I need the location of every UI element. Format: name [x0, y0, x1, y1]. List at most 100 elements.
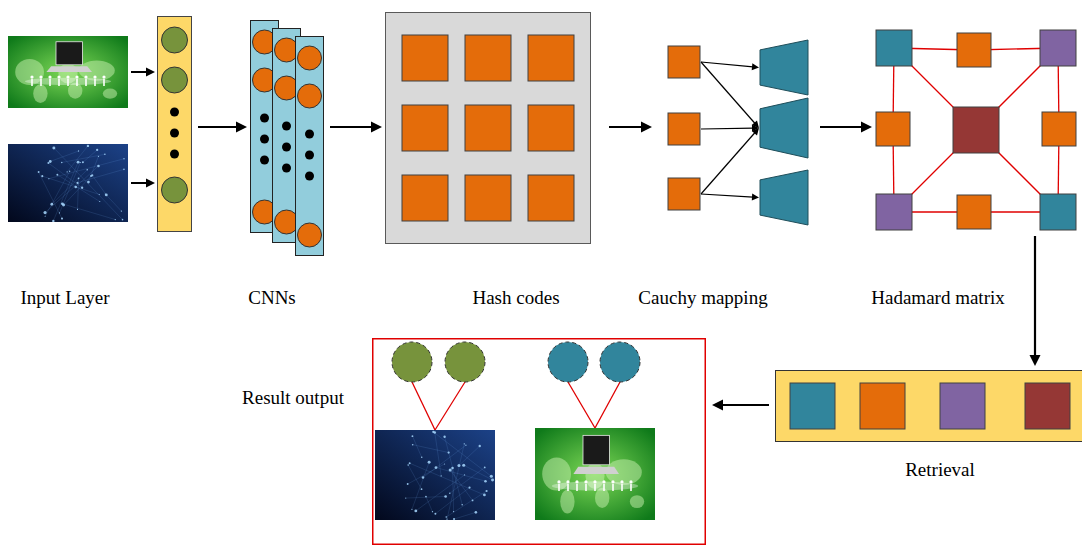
ellipsis-dot: [170, 108, 179, 117]
star-dot: [453, 518, 455, 520]
retrieved-code: [940, 383, 985, 429]
arrow-head: [641, 122, 652, 133]
result-class: [445, 342, 485, 382]
arrow-head: [861, 122, 872, 133]
star-dot: [465, 445, 466, 446]
figure-head: [584, 480, 587, 483]
figure-head: [629, 480, 632, 483]
star-dot: [414, 509, 417, 512]
arrow-head: [712, 400, 723, 411]
figure-body: [31, 79, 33, 86]
star-dot: [98, 156, 99, 157]
star-dot: [462, 464, 465, 467]
ellipsis-dot: [260, 156, 269, 165]
star-link: [49, 159, 124, 179]
arrow-head: [236, 122, 247, 133]
star-link: [92, 175, 106, 195]
mapping-arrow: [701, 133, 755, 194]
star-dot: [69, 171, 70, 172]
star-dot: [449, 492, 451, 494]
figure-head: [66, 75, 69, 78]
hash-bit: [402, 35, 448, 81]
result-box-shape: [372, 338, 706, 545]
figure-head: [557, 480, 560, 483]
star-dot: [80, 162, 81, 163]
stage-label: Hash codes: [472, 287, 559, 310]
star-dot: [56, 174, 58, 176]
green-photo: [8, 36, 128, 108]
star-dot: [449, 468, 452, 471]
figure-head: [39, 75, 42, 78]
star-dot: [432, 511, 433, 512]
star-dot: [447, 451, 449, 453]
flow-arrow: [330, 122, 382, 133]
figure-body: [58, 79, 60, 86]
star-link: [426, 497, 433, 512]
star-dot: [97, 165, 100, 168]
star-dot: [444, 495, 447, 498]
star-link: [57, 175, 99, 202]
mapping-arrow-head: [752, 194, 759, 201]
star-dot: [104, 153, 106, 155]
star-link: [459, 446, 480, 466]
stage-label: Hadamard matrix: [871, 287, 1004, 310]
matrix-cell: [957, 195, 991, 229]
figure-body: [49, 79, 51, 86]
star-dot: [105, 194, 108, 197]
ellipsis-dot: [260, 114, 269, 123]
photo-ground: [535, 428, 655, 520]
cauchy-mapping-shape: [660, 38, 810, 228]
arrow-shaft: [609, 126, 642, 128]
star-dot: [407, 483, 409, 485]
mapping-trapezoid: [760, 170, 808, 225]
neuron: [275, 76, 299, 100]
input-arrow: [131, 182, 147, 184]
star-dot: [41, 175, 43, 177]
star-dot: [78, 150, 79, 151]
green-photo: [535, 428, 655, 520]
star-dot: [123, 158, 124, 159]
star-dot: [425, 496, 427, 498]
figure-head: [48, 75, 51, 78]
map-land: [103, 89, 117, 99]
hash-code-grid-shape: [385, 12, 591, 244]
photo-ground: [375, 430, 495, 520]
star-dot: [491, 478, 494, 481]
cauchy-mapping: Cauchy mapping: [660, 38, 810, 228]
star-dot: [59, 212, 60, 213]
cnn-stack: CNNs: [250, 20, 324, 256]
star-dot: [48, 178, 49, 179]
star-dot: [77, 161, 80, 164]
result-link: [568, 382, 595, 428]
cnn-panel: [296, 37, 324, 256]
map-land: [630, 495, 644, 508]
star-dot: [412, 444, 414, 446]
star-dot: [485, 490, 487, 492]
figure-body: [603, 484, 605, 491]
star-dot: [407, 464, 409, 466]
star-link: [436, 468, 485, 482]
star-link: [39, 172, 62, 219]
star-dot: [422, 476, 425, 479]
flow-arrow: [1030, 236, 1041, 366]
neuron: [275, 38, 299, 62]
star-dot: [78, 177, 80, 179]
star-link: [464, 465, 493, 480]
star-dot: [123, 169, 125, 171]
figure-head: [593, 480, 596, 483]
mapping-arrow: [701, 62, 753, 67]
stage-label: Input Layer: [20, 287, 109, 310]
star-link: [406, 496, 446, 498]
blue-photo: [8, 144, 128, 222]
hash-bit: [465, 105, 511, 151]
star-dot: [74, 186, 77, 189]
matrix-cell: [957, 33, 991, 67]
star-dot: [435, 466, 438, 469]
star-link: [408, 465, 421, 489]
figure-body: [103, 79, 105, 86]
star-dot: [87, 181, 90, 184]
star-dot: [61, 218, 63, 220]
neuron: [298, 223, 322, 247]
star-dot: [99, 194, 100, 195]
star-dot: [76, 182, 78, 184]
